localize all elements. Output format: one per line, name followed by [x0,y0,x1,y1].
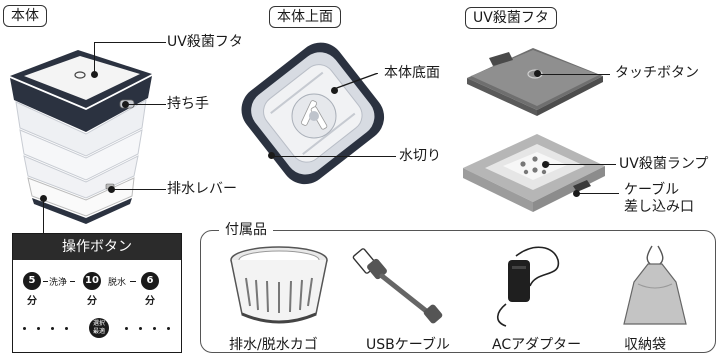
dash [43,281,48,282]
unit-label-10: 分 [87,296,97,307]
select-label-line2: 最適 [92,328,105,335]
accessory-label-basket: 排水/脱水カゴ [229,337,318,353]
uv-lid-marker [91,71,98,78]
indicator-dot [167,327,170,330]
select-label-line1: 選択 [92,320,105,327]
body-bottom-marker [331,87,338,94]
operation-panel: 操作ボタン 5 分 洗浄 10 分 脱水 6 分 選択 最適 [12,233,182,353]
unit-label-6: 分 [145,296,155,307]
spin-label: 脱水 [108,278,127,288]
touch-button-marker [534,70,541,77]
handle-marker [122,101,129,108]
cable-port-leader [577,193,619,195]
wash-5-button[interactable]: 5 [23,272,41,290]
callout-handle: 持ち手 [167,96,209,112]
uv-lamp-marker [542,161,549,168]
storage-bag-illustration [623,245,687,325]
section-label-body: 本体 [3,5,47,27]
wash-10-button[interactable]: 10 [83,272,101,290]
indicator-dot [65,327,68,330]
indicator-dot [51,327,54,330]
indicator-dot [125,327,128,330]
callout-uv-lid: UV殺菌フタ [167,34,243,50]
panel-link-leader [43,198,45,234]
callout-body-bottom: 本体底面 [384,65,440,81]
unit-label-5: 分 [27,296,37,307]
washer-body-illustration [10,50,152,224]
operation-panel-title: 操作ボタン [13,234,181,260]
section-label-uv-lid: UV殺菌フタ [465,7,557,29]
uv-lid-bottom-illustration [463,134,605,212]
uv-lid-top-illustration [467,48,603,116]
wash-label: 洗浄 [49,278,68,288]
indicator-dot [37,327,40,330]
dash [130,281,136,282]
section-label-body-top: 本体上面 [269,6,341,28]
water-cutter-leader [272,156,396,158]
water-cutter-marker [268,152,275,159]
callout-touch-button: タッチボタン [615,65,699,81]
spin-6-button[interactable]: 6 [141,272,159,290]
callout-cable-port-line2: 差し込み口 [624,199,694,215]
accessory-label-usb-cable: USBケーブル [366,337,450,353]
accessories-title: 付属品 [219,222,273,238]
callout-uv-lamp: UV殺菌ランプ [619,156,709,172]
touch-button-leader [538,74,610,76]
usb-cable-illustration [352,248,443,324]
drain-basket-illustration [230,246,328,324]
handle-leader [126,104,166,106]
callout-drain-lever: 排水レバー [167,181,237,197]
cable-port-marker [573,190,580,197]
uv-lid-leader-v [94,42,96,72]
callout-cable-port-line1: ケーブル [624,182,680,198]
dash [70,281,75,282]
indicator-dot [139,327,142,330]
uv-lamp-leader [546,164,616,166]
accessory-label-storage-bag: 収納袋 [624,337,666,353]
drain-lever-leader [112,189,166,191]
callout-water-cutter: 水切り [399,148,441,164]
body-top-illustration [241,42,385,185]
indicator-dot [153,327,156,330]
body-bottom-leader [333,72,379,90]
select-button[interactable]: 選択 最適 [89,318,109,338]
uv-lid-leader-h [94,42,166,44]
ac-adapter-illustration [496,246,559,327]
accessory-label-ac-adapter: ACアダプター [492,337,582,353]
drain-lever-marker [108,186,115,193]
indicator-dot [23,327,26,330]
